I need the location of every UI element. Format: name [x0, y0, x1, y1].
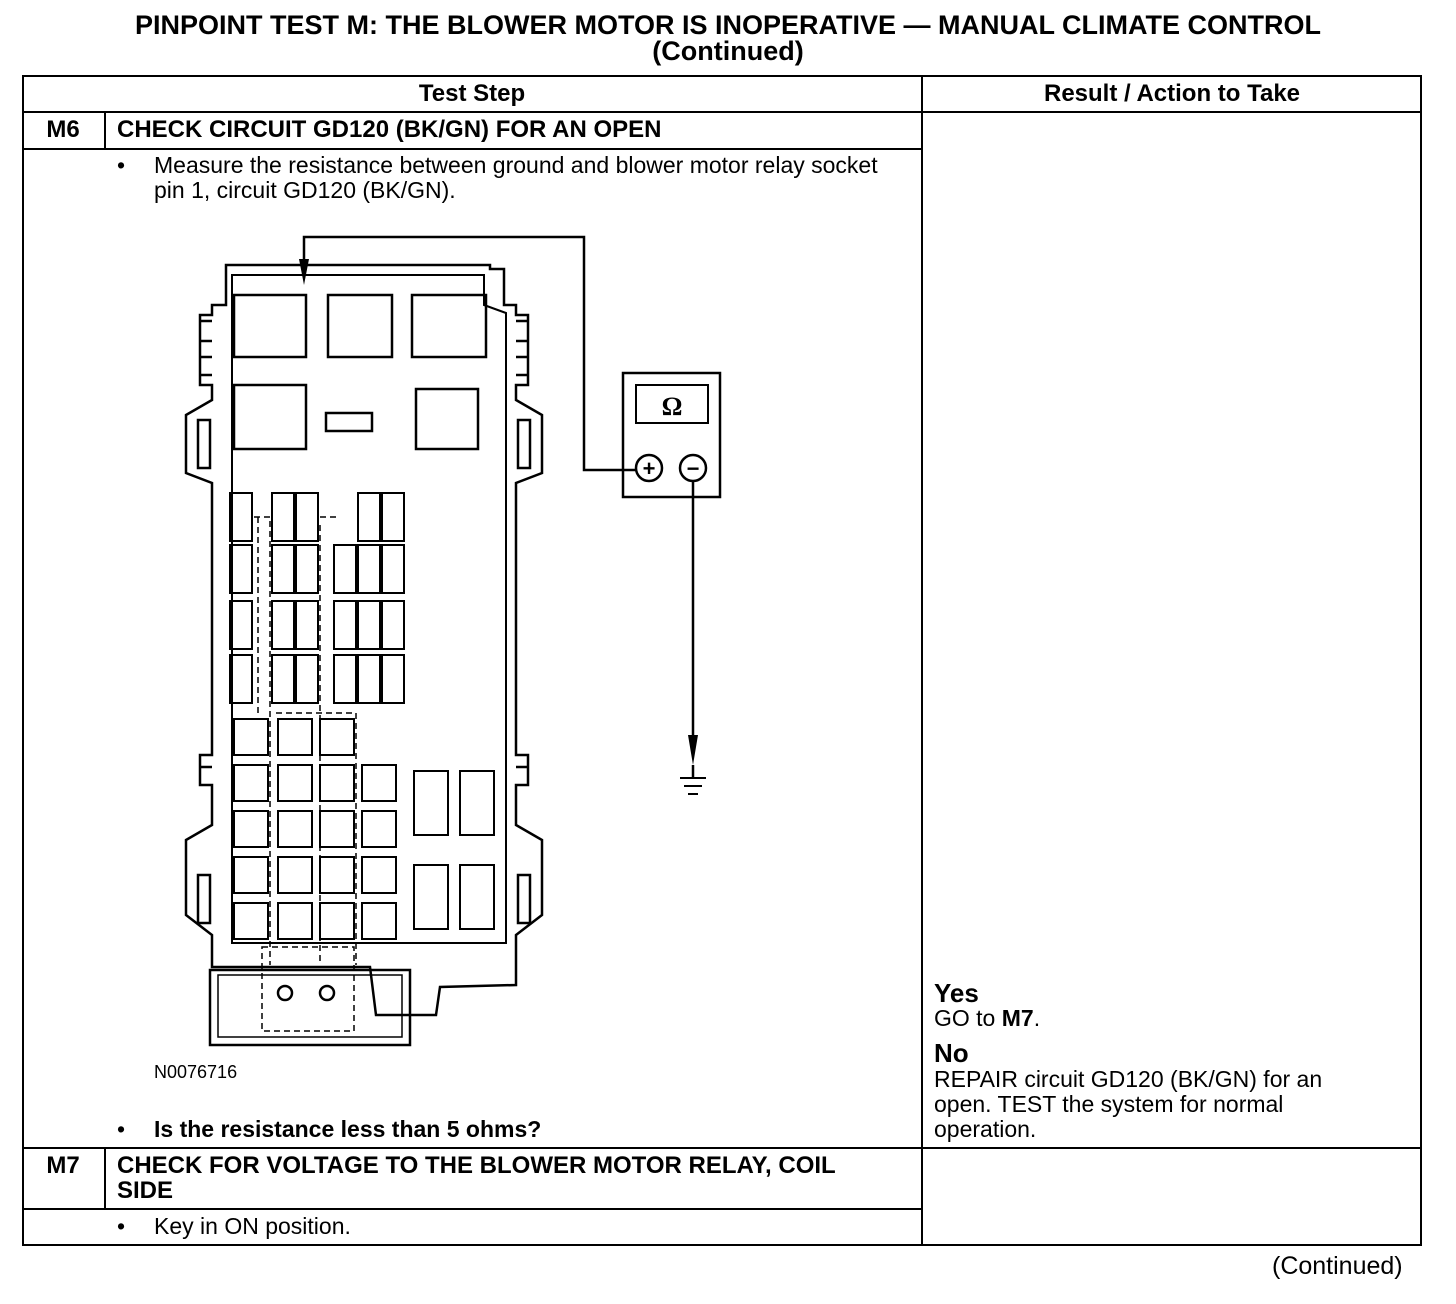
step-m7-instruction: Key in ON position.	[154, 1213, 351, 1239]
bullet-glyph: •	[117, 152, 126, 178]
result-yes-suffix: .	[1033, 1005, 1041, 1031]
step-title-m6: CHECK CIRCUIT GD120 (BK/GN) FOR AN OPEN	[117, 116, 662, 143]
step-m6-instruction: Measure the resistance between ground an…	[154, 152, 878, 203]
page-subtitle: (Continued)	[652, 36, 804, 66]
result-yes-target: M7	[1001, 1005, 1034, 1031]
result-no-label: No	[934, 1038, 969, 1068]
step-id-m7: M7	[46, 1152, 80, 1179]
step-title-m7: CHECK FOR VOLTAGE TO THE BLOWER MOTOR RE…	[117, 1152, 836, 1204]
continued-footer: (Continued)	[1272, 1252, 1403, 1280]
step-id-m6: M6	[46, 116, 80, 143]
meter-plus-terminal: +	[643, 456, 656, 481]
fuse-box-diagram: Ω + −	[184, 235, 722, 1047]
result-no-action: REPAIR circuit GD120 (BK/GN) for an open…	[934, 1066, 1323, 1142]
bullet-glyph: •	[117, 1116, 126, 1142]
figure-id: N0076716	[154, 1062, 238, 1082]
result-yes-action: GO to M7.	[934, 1006, 1394, 1031]
bullet-glyph: •	[117, 1213, 126, 1239]
meter-minus-terminal: −	[687, 456, 700, 481]
ohm-symbol: Ω	[662, 392, 683, 421]
result-yes-label: Yes	[934, 978, 979, 1008]
page-title: PINPOINT TEST M: THE BLOWER MOTOR IS INO…	[135, 10, 1321, 40]
step-m6-question: Is the resistance less than 5 ohms?	[154, 1116, 542, 1142]
column-header-test-step: Test Step	[418, 80, 526, 107]
column-header-result: Result / Action to Take	[1043, 80, 1301, 107]
result-yes-prefix: GO to	[934, 1005, 1002, 1031]
